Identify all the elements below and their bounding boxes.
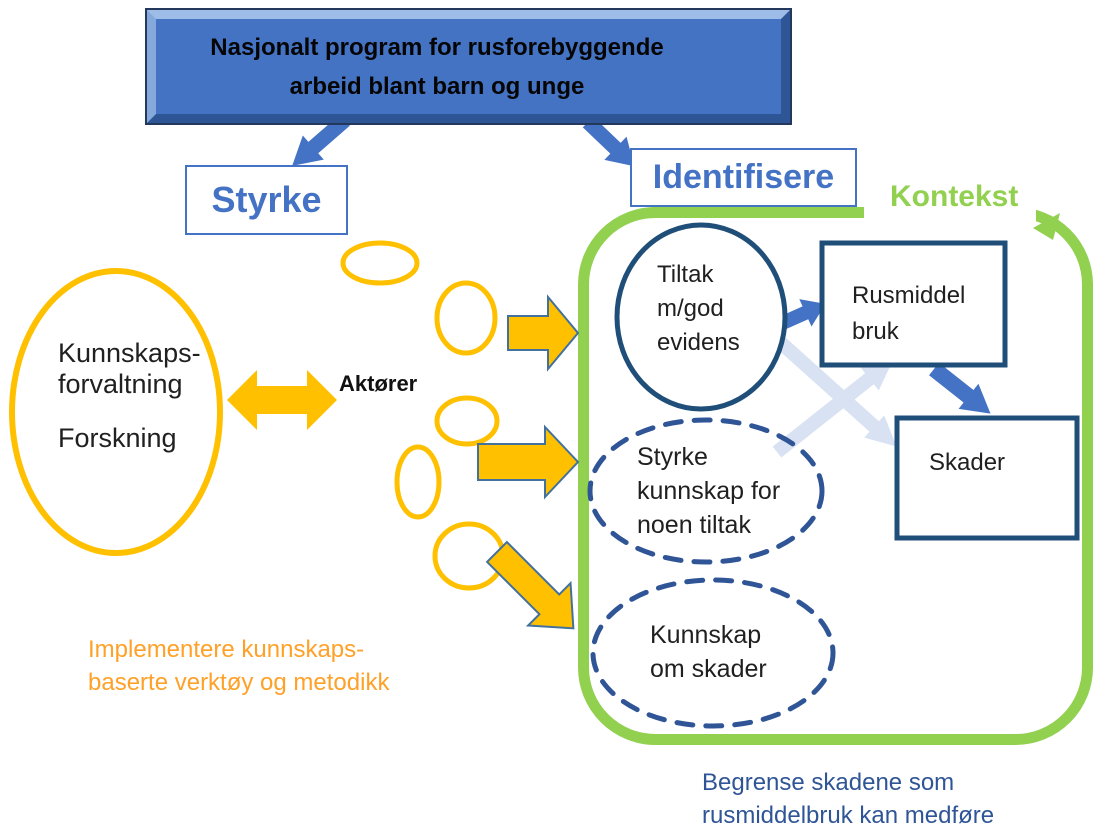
kontekst-label: Kontekst — [890, 180, 1019, 213]
styrke-kunnskap-ellipse-text: Styrke kunnskap for noen tiltak — [637, 440, 780, 542]
program-title-box: Nasjonalt program for rusforebyggende ar… — [145, 8, 792, 125]
pale-arrow-kunnskap-to-rusmiddel-icon — [772, 360, 893, 458]
styrke-kunnskap-line1: Styrke — [637, 443, 708, 471]
tiltak-circle-outline — [614, 222, 788, 412]
knowledge-text-gap — [58, 400, 201, 423]
begrense-caption-line2: rusmiddelbruk kan medføre — [702, 802, 995, 829]
kunnskap-skader-line1: Kunnskap — [650, 621, 762, 649]
aktorer-label: Aktører — [339, 371, 418, 396]
styrke-kunnskap-line2: kunnskap for — [637, 477, 781, 505]
arrow-program-to-styrke-icon — [292, 114, 350, 166]
program-title-line1: Nasjonalt program for rusforebyggende — [210, 33, 664, 61]
kontekst-boundary — [578, 207, 1093, 745]
styrke-kunnskap-ellipse-outline — [587, 417, 825, 565]
orange-arrow-middle-icon — [477, 424, 580, 500]
knowledge-line2: forvaltning — [58, 369, 183, 399]
rusmiddel-line2: bruk — [852, 318, 899, 345]
program-title: Nasjonalt program for rusforebyggende ar… — [147, 10, 727, 123]
knowledge-line1: Kunnskaps- — [58, 338, 201, 368]
begrense-caption: Begrense skadene som rusmiddelbruk kan m… — [702, 766, 994, 832]
skader-box-outline — [894, 415, 1080, 541]
rusmiddel-box-outline — [819, 240, 1008, 368]
skader-box-text: Skader — [929, 449, 1006, 476]
actor-ellipse-2 — [434, 280, 498, 356]
implement-caption-line1: Implementere kunnskaps- — [88, 636, 365, 663]
identifisere-label-box: Identifisere — [630, 148, 857, 207]
orange-arrow-top-icon — [507, 294, 580, 372]
program-title-bevel — [147, 10, 790, 123]
double-arrow-knowledge-aktorer-icon — [227, 370, 337, 430]
orange-arrow-diagonal-icon — [485, 540, 575, 630]
arrow-program-to-identifisere-icon — [582, 116, 635, 167]
actor-ellipse-4 — [394, 444, 442, 520]
tiltak-line1: Tiltak — [657, 261, 714, 288]
styrke-kunnskap-line3: noen tiltak — [637, 511, 751, 539]
tiltak-line2: m/god — [657, 295, 724, 322]
arrow-rusmiddel-to-skader-icon — [929, 362, 991, 414]
implement-caption: Implementere kunnskaps- baserte verktøy … — [88, 633, 389, 699]
program-title-line2: arbeid blant barn og unge — [289, 72, 585, 100]
implement-caption-line2: baserte verktøy og metodikk — [88, 669, 390, 696]
begrense-caption-line1: Begrense skadene som — [702, 769, 955, 796]
kunnskap-skader-ellipse-outline — [590, 577, 836, 729]
kontekst-boundary-tip — [1033, 213, 1060, 240]
identifisere-label: Identifisere — [652, 158, 835, 196]
tiltak-line3: evidens — [657, 329, 740, 356]
kontekst-boundary-gap — [864, 203, 1036, 226]
arrow-tiltak-to-rusmiddel-icon — [775, 299, 826, 332]
actor-ellipse-1 — [340, 240, 420, 286]
knowledge-line3: Forskning — [58, 423, 177, 453]
rusmiddel-box-text: Rusmiddel bruk — [852, 278, 965, 350]
styrke-label: Styrke — [211, 179, 322, 220]
tiltak-circle-text: Tiltak m/god evidens — [657, 258, 740, 360]
knowledge-ellipse-outline — [9, 268, 223, 556]
kunnskap-skader-line2: om skader — [650, 655, 767, 683]
rusmiddel-line1: Rusmiddel — [852, 282, 966, 309]
knowledge-ellipse-text: Kunnskaps- forvaltning Forskning — [58, 338, 201, 454]
styrke-label-box: Styrke — [185, 165, 348, 235]
kunnskap-skader-ellipse-text: Kunnskap om skader — [650, 618, 767, 686]
pale-arrow-tiltak-to-skader-icon — [765, 327, 897, 447]
actor-ellipse-3 — [434, 395, 500, 447]
